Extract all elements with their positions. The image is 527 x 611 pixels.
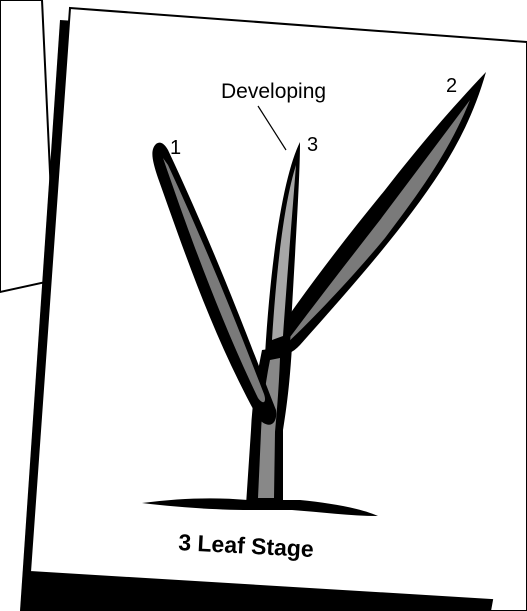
leaf-2-fill <box>282 100 470 348</box>
leaf-2-label: 2 <box>446 75 457 97</box>
leaf-2 <box>262 72 486 358</box>
leaf-3-fill <box>272 165 296 340</box>
leaf-1-label: 1 <box>170 137 181 159</box>
developing-pointer-line <box>257 105 287 151</box>
leaf-1-fill <box>163 158 266 403</box>
ground-line <box>142 498 378 516</box>
developing-label: Developing <box>221 80 326 103</box>
stem-fill <box>258 358 280 498</box>
leaf-3-label: 3 <box>307 134 318 156</box>
